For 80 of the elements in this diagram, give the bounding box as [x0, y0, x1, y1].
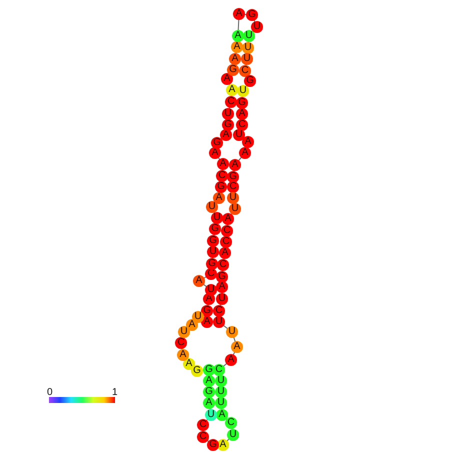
nucleotide: A [239, 147, 251, 159]
nucleotide: G [227, 64, 239, 76]
nucleotide: U [237, 85, 249, 97]
nucleotide: G [244, 75, 256, 87]
nucleotide: A [225, 354, 237, 366]
nucleotide: A [233, 8, 245, 20]
nucleotide: G [207, 235, 219, 247]
nucleotide: C [197, 419, 209, 431]
nucleotide: U [215, 397, 227, 409]
nucleotide: U [215, 375, 227, 387]
nucleotide: A [231, 341, 243, 353]
nucleotide: C [216, 170, 228, 182]
nucleotide: U [178, 326, 190, 338]
nucleotide: C [236, 119, 248, 131]
nucleotide: C [220, 236, 232, 248]
nucleotide: A [209, 147, 221, 159]
nucleotide: A [203, 397, 215, 409]
nucleotide: A [232, 30, 244, 42]
nucleotide: U [215, 386, 227, 398]
nucleotide: A [219, 247, 231, 259]
nucleotide: C [175, 337, 187, 349]
nucleotide: G [211, 137, 223, 149]
nucleotide: U [241, 53, 253, 65]
nucleotide: U [205, 409, 217, 421]
nucleotide: C [213, 305, 225, 317]
nucleotide: A [193, 275, 205, 287]
nucleotide: A [222, 213, 234, 225]
nucleotide: C [221, 225, 233, 237]
nucleotide: G [222, 119, 234, 131]
scale-tick-label: 1 [112, 388, 118, 398]
nucleotide: G [236, 97, 248, 109]
nucleotide: A [229, 159, 241, 171]
nucleotide: A [226, 84, 238, 96]
nucleotide: A [216, 281, 228, 293]
nucleotide: G [206, 258, 218, 270]
nucleotide: G [216, 271, 228, 283]
nucleotide: U [222, 108, 234, 120]
nucleotide: C [197, 431, 209, 443]
nucleotide: U [205, 284, 217, 296]
nucleotide: G [191, 365, 203, 377]
nucleotide: G [203, 364, 215, 376]
nucleotide: A [213, 192, 225, 204]
nucleotide: C [213, 364, 225, 376]
nucleotide: A [242, 136, 254, 148]
nucleotide: G [201, 305, 213, 317]
nucleotide: C [225, 96, 237, 108]
nucleotide: U [242, 42, 254, 54]
nucleotide: G [203, 386, 215, 398]
nucleotide: A [229, 53, 241, 65]
nucleotide: U [211, 212, 223, 224]
nucleotide: C [239, 65, 251, 77]
nucleotide: A [221, 73, 233, 85]
nucleotide: U [206, 201, 218, 213]
nucleotide: C [217, 259, 229, 271]
nucleotide: U [192, 311, 204, 323]
nucleotide: U [233, 129, 245, 141]
nucleotide: U [227, 192, 239, 204]
nucleotide: U [251, 21, 263, 33]
nucleotide: U [213, 316, 225, 328]
nucleotide: G [215, 181, 227, 193]
nucleotide: G [227, 171, 239, 183]
nucleotide: U [207, 246, 219, 258]
nucleotide: U [226, 326, 238, 338]
nucleotide: A [216, 409, 228, 421]
nucleotide: A [203, 375, 215, 387]
nucleotide: A [236, 108, 248, 120]
nucleotide: A [217, 158, 229, 170]
nucleotide: C [225, 417, 237, 429]
nucleotide: U [216, 293, 228, 305]
nucleotide: C [227, 181, 239, 193]
scale-tick-label: 0 [47, 388, 53, 398]
nucleotide: U [243, 30, 255, 42]
nucleotide: G [209, 223, 221, 235]
nucleotide: G [246, 9, 258, 21]
nucleotide: U [229, 203, 241, 215]
nucleotide: A [177, 349, 189, 361]
nucleotide: G [207, 439, 219, 451]
nucleotide: A [231, 41, 243, 53]
nucleotide: A [183, 358, 195, 370]
nucleotide: U [227, 429, 239, 441]
